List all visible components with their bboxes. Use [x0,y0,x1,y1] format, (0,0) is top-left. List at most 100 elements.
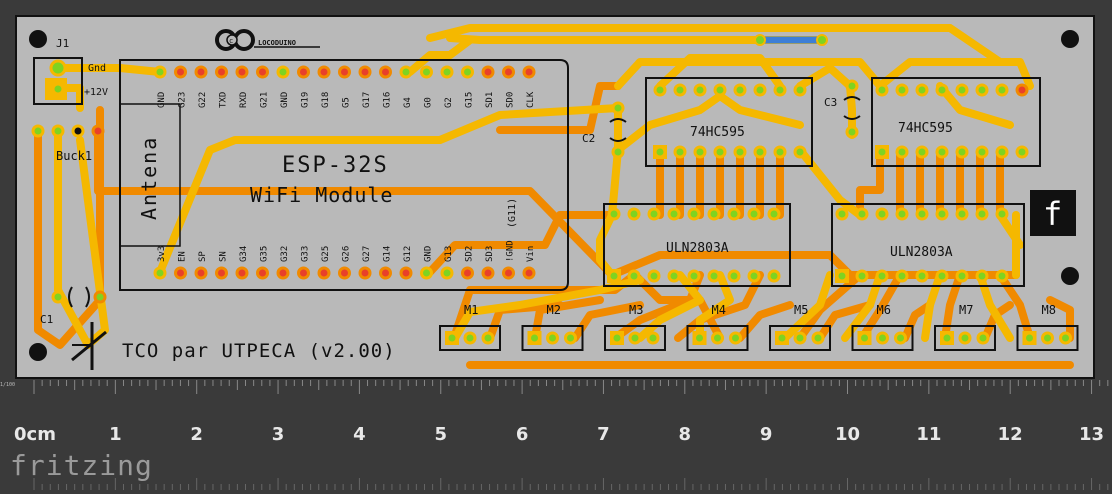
fritzing-board-logo: f [1030,190,1076,236]
esp32-pin-pad [379,65,392,79]
chip-pad [793,83,807,97]
esp32-pin-label: SD2 [465,246,475,262]
mounting-hole [1061,30,1079,48]
motor-label: M2 [547,303,561,317]
esp32-pin-pad [317,65,331,79]
c1-label: C1 [40,313,53,326]
ruler-number: 0cm [14,424,56,445]
esp32-pin-label: G22 [198,92,208,108]
chip-pad [753,83,767,97]
motor-header-outline [604,325,666,351]
motor-pad [528,331,541,345]
chip-pad [707,207,721,221]
esp32-pin-label: G14 [383,246,393,262]
esp32-pin-label: G16 [383,92,393,108]
chip-pad [1015,145,1029,159]
motor-header: M7 [934,303,996,351]
motor-label: M3 [629,303,643,317]
chip-pad [773,83,787,97]
motor-header-outline [439,325,501,351]
chip-pad [935,83,949,97]
esp32-pin-pad [235,266,249,280]
esp32-pin-label: G17 [362,92,372,108]
motor-pad [564,331,577,345]
esp32-pin-pad [153,266,167,280]
chip-pad [793,145,807,159]
shift-register-1: 74HC595 [645,77,813,167]
svg-text:c: c [229,37,233,45]
esp32-pin-pad [338,266,351,280]
esp32-pin-pad [461,65,474,79]
ruler-fraction-label: 1/100 [0,382,15,388]
ruler-number: 2 [190,424,203,445]
shift-register-2: 74HC595 [871,77,1041,167]
esp32-pin-label: !GND [506,240,516,262]
ic1-label: 74HC595 [690,125,745,140]
chip-pad [975,83,989,97]
chip-pad [747,207,761,221]
esp32-pin-pad [420,65,433,79]
mounting-hole [1061,267,1079,285]
locoduino-logo: c LOCODUINO [215,29,320,51]
esp32-pin-label: SN [219,251,229,262]
esp32-pin-pad [502,266,515,280]
esp32-pin-pad [235,65,249,79]
esp32-pin-label: GND [280,92,290,108]
chip-pad [915,269,929,283]
motor-pad [940,331,954,345]
esp32-pin-label: RXD [239,92,249,108]
ruler-number: 3 [272,424,285,445]
capacitor-c1: C1 [40,286,107,326]
chip-pad [747,269,761,283]
esp32-pin-label: G35 [260,246,270,262]
esp32-pin-pad [297,65,310,79]
esp32-pin-pad [194,266,208,280]
chip-pad [835,269,849,283]
ruler-number: 10 [835,424,860,445]
chip-pad [627,207,641,221]
g11-label: (G11) [507,198,518,228]
chip-pad [1015,83,1029,97]
chip-pad [687,207,701,221]
motor-header-outline [851,325,914,351]
uln1-label: ULN2803A [666,241,729,256]
uln2-label: ULN2803A [890,245,953,260]
esp32-pin-label: 3v3 [157,246,167,262]
chip-pad [733,83,747,97]
esp32-pin-pad [256,266,269,280]
esp32-pin-pad [358,65,372,79]
buck-label: Buck1 [56,149,92,163]
esp32-pin-label: GND [157,92,167,108]
motor-label: M8 [1042,303,1056,317]
chip-pad [875,207,889,221]
motor-pad [1059,331,1072,345]
chip-pad [673,83,687,97]
ruler-number: 8 [679,424,692,445]
capacitor-c3: C3 [824,79,861,139]
esp32-pin-pad [338,65,351,79]
esp32-pin-label: SP [198,251,208,262]
motor-header: M8 [1016,303,1079,351]
esp32-pin-label: G21 [260,92,270,108]
chip-pad [895,145,909,159]
esp32-pin-label: G27 [362,246,372,262]
esp32-pin-label: GND [424,246,434,262]
chip-pad [733,145,747,159]
esp32-pin-label: SD3 [485,246,495,262]
motor-pad [1041,331,1054,345]
chip-pad [693,83,707,97]
chip-pad [707,269,721,283]
chip-pad [667,269,681,283]
motor-pad [729,331,742,345]
chip-pad [687,269,701,283]
motor-header-outline [1016,325,1079,351]
chip-pad [855,269,869,283]
chip-pad [955,83,969,97]
esp32-module: Antena ESP-32S WiFi Module (G11) [119,59,569,291]
chip-pad [647,269,661,283]
